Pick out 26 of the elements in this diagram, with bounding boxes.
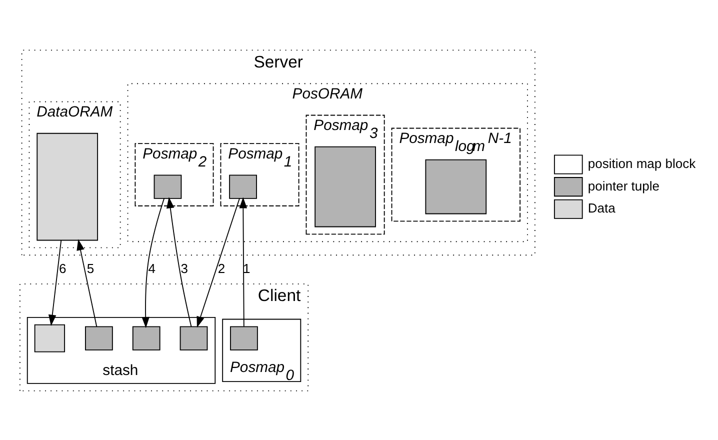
- node-box: [314, 146, 376, 227]
- legend-label: position map block: [588, 155, 696, 170]
- edge-label: 1: [243, 260, 250, 276]
- node-box: [229, 174, 257, 198]
- node-box: [154, 174, 182, 198]
- legend-label: Data: [588, 200, 616, 216]
- node-box: [85, 326, 113, 350]
- arrow: [76, 238, 98, 327]
- edge-label: 4: [148, 260, 156, 276]
- edge-label: 3: [180, 260, 188, 276]
- arrow: [142, 198, 165, 328]
- edge-label: 2: [218, 260, 226, 276]
- edge-label: 5: [86, 260, 94, 276]
- arrow: [196, 198, 240, 328]
- node-box: [180, 326, 208, 350]
- node-box: [425, 158, 487, 214]
- arrow: [239, 196, 248, 326]
- node-box: [36, 132, 98, 240]
- node-box: [132, 326, 160, 350]
- legend-label: pointer tuple: [588, 178, 660, 193]
- node-box: [230, 326, 258, 350]
- arrow: [166, 196, 192, 327]
- cluster: DataORAM: [28, 100, 121, 248]
- node-box: [34, 324, 66, 352]
- arrow: [48, 240, 62, 326]
- edge-label: 6: [58, 260, 66, 276]
